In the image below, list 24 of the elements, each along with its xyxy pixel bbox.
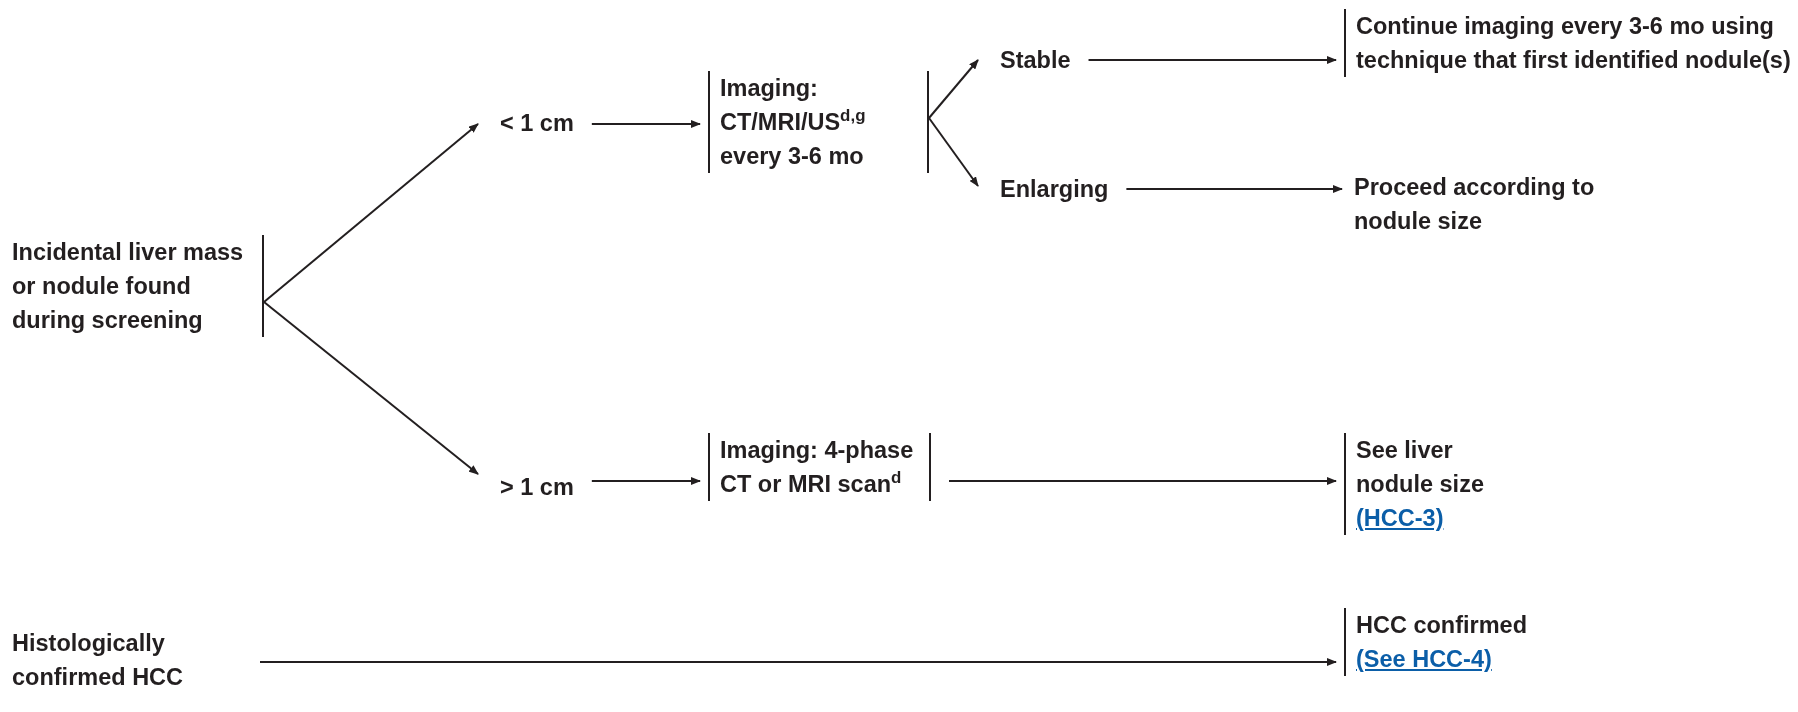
- arrow: [263, 123, 479, 303]
- bracketed-text: Continue imaging every 3-6 mo using technique that first identified nodule(s): [1344, 9, 1796, 77]
- arrow: [263, 301, 479, 475]
- arrow: [259, 658, 1337, 666]
- step-label: > 1 cm: [500, 470, 574, 504]
- box-text: See liver nodule size: [1356, 436, 1485, 499]
- arrow: [928, 117, 979, 187]
- step-label: Histologically confirmed HCC: [12, 626, 242, 694]
- bracketed-text: Imaging: 4-phase CT or MRI scan$^{d}$: [708, 433, 931, 501]
- arrow: [590, 120, 701, 128]
- link: (See HCC-4): [1356, 646, 1492, 672]
- step-label: < 1 cm: [500, 106, 574, 140]
- box-text: HCC confirmed: [1356, 611, 1529, 640]
- arrow: [1087, 56, 1337, 64]
- bracketed-text: Imaging: CT/MRI/US$^{d,g}$ every 3-6 mo: [708, 71, 929, 173]
- step-label: Proceed according to nodule size: [1354, 170, 1654, 238]
- arrow: [928, 59, 979, 119]
- arrow: [590, 477, 701, 485]
- link: (HCC-3): [1356, 505, 1444, 531]
- arrow: [1125, 185, 1343, 193]
- bracketed-text: Incidental liver mass or nodule found during screening: [12, 235, 264, 337]
- step-label: Stable: [1000, 43, 1071, 77]
- arrow: [948, 477, 1337, 485]
- step-label: Enlarging: [1000, 172, 1109, 206]
